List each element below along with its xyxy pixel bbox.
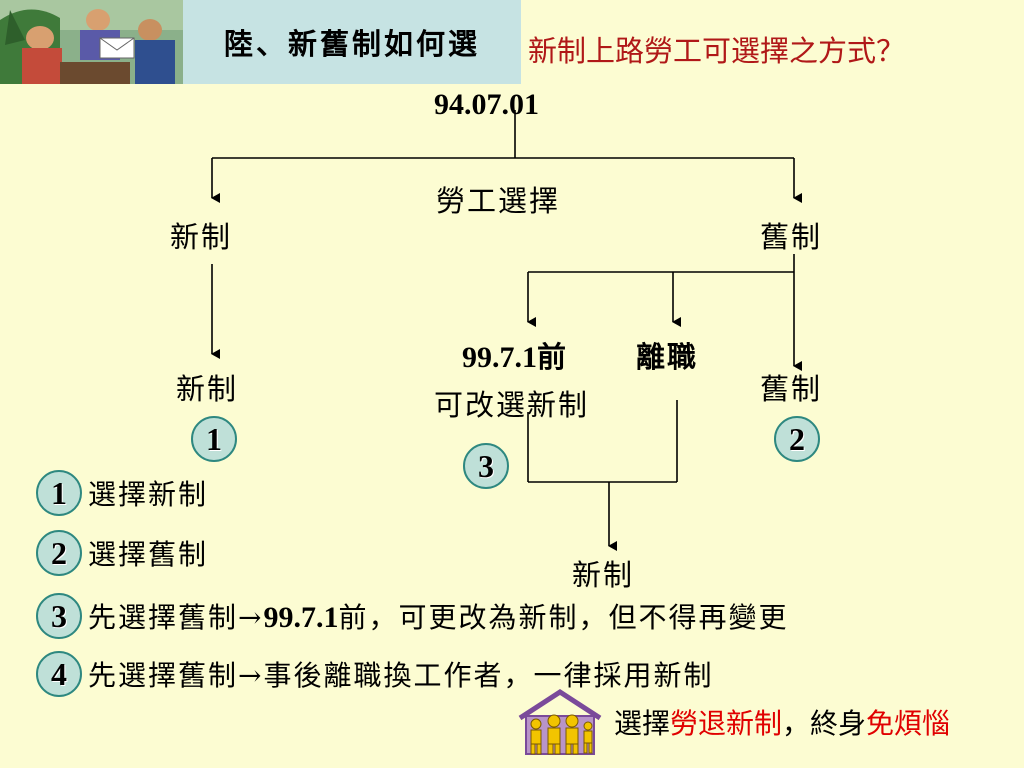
option-text: 選擇新制 [88, 478, 209, 511]
deadline-date: 99.7.1 [462, 341, 537, 374]
footer-slogan: 選擇勞退新制，終身免煩惱 [512, 688, 950, 756]
resign-label: 離職 [636, 340, 699, 374]
switch-to-new-label: 可改選新制 [434, 388, 590, 422]
footer-text: 選擇勞退新制，終身免煩惱 [614, 707, 951, 740]
family-house-icon [518, 689, 602, 755]
option-item: 3 先選擇舊制→99.7.1前，可更改為新制，但不得再變更 [36, 593, 788, 639]
page-subtitle: 新制上路勞工可選擇之方式？ [528, 34, 906, 68]
old-system-branch: 舊制 [760, 220, 823, 254]
badge-3: 3 [463, 443, 509, 489]
old-system-result: 舊制 [760, 372, 823, 406]
badge-1: 1 [191, 416, 237, 462]
deadline-label: 99.7.1前 [462, 334, 568, 376]
worker-choice-label: 勞工選擇 [436, 184, 561, 218]
option-text: 先選擇舊制→99.7.1前，可更改為新制，但不得再變更 [88, 601, 789, 634]
option-number: 3 [36, 593, 82, 639]
merged-new-system: 新制 [572, 558, 635, 592]
deadline-suffix: 前 [537, 340, 569, 374]
option-item: 2 選擇舊制 [36, 530, 208, 576]
start-date: 94.07.01 [434, 88, 539, 121]
option-number: 4 [36, 651, 82, 697]
option-text: 選擇舊制 [88, 538, 209, 571]
header-clipart [0, 0, 183, 84]
page-title: 陸、新舊制如何選 [183, 0, 521, 84]
new-system-branch: 新制 [170, 220, 233, 254]
option-item: 1 選擇新制 [36, 470, 208, 516]
new-system-result: 新制 [176, 372, 239, 406]
badge-2: 2 [774, 416, 820, 462]
option-number: 1 [36, 470, 82, 516]
option-number: 2 [36, 530, 82, 576]
option-text: 先選擇舊制→事後離職換工作者，一律採用新制 [88, 659, 714, 692]
option-item: 4 先選擇舊制→事後離職換工作者，一律採用新制 [36, 651, 713, 697]
